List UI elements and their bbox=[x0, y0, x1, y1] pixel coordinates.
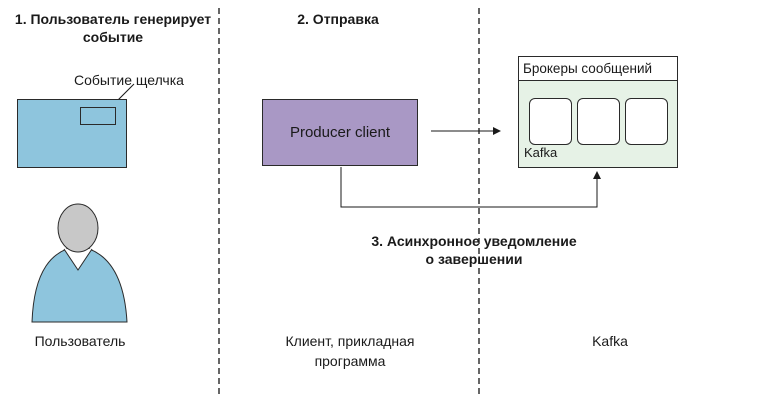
producer-client-box: Producer client bbox=[262, 99, 418, 166]
broker-node bbox=[577, 98, 620, 145]
broker-node bbox=[529, 98, 572, 145]
brokers-title: Брокеры сообщений bbox=[519, 57, 677, 81]
user-figure bbox=[31, 203, 128, 323]
step3-heading-line2: о завершении bbox=[425, 251, 523, 267]
click-event-label: Событие щелчка bbox=[74, 72, 184, 88]
broker-node bbox=[625, 98, 668, 145]
client-lane-label: Клиент, прикладная программа bbox=[265, 331, 435, 371]
step1-heading: 1. Пользователь генерирует событие bbox=[0, 10, 226, 46]
client-lane-label-line1: Клиент, прикладная bbox=[285, 333, 415, 349]
user-lane-label: Пользователь bbox=[34, 333, 126, 349]
step1-heading-line2: событие bbox=[82, 29, 144, 45]
step2-heading: 2. Отправка bbox=[297, 11, 379, 27]
async-notification-arrow bbox=[340, 167, 601, 208]
producer-client-label: Producer client bbox=[289, 124, 391, 141]
client-lane-label-line2: программа bbox=[314, 353, 386, 369]
step3-heading: 3. Асинхронное уведомление о завершении bbox=[350, 232, 598, 268]
click-target bbox=[80, 107, 116, 125]
kafka-brokers-panel: Брокеры сообщений Kafka bbox=[518, 56, 678, 168]
step1-heading-line1: 1. Пользователь генерирует bbox=[14, 11, 212, 27]
step3-heading-line1: 3. Асинхронное уведомление bbox=[371, 233, 577, 249]
user-head bbox=[57, 203, 99, 253]
kafka-lane-label: Kafka bbox=[592, 333, 628, 349]
kafka-cluster-tag: Kafka bbox=[524, 145, 558, 160]
app-screen bbox=[17, 99, 127, 168]
user-collar bbox=[63, 248, 93, 271]
